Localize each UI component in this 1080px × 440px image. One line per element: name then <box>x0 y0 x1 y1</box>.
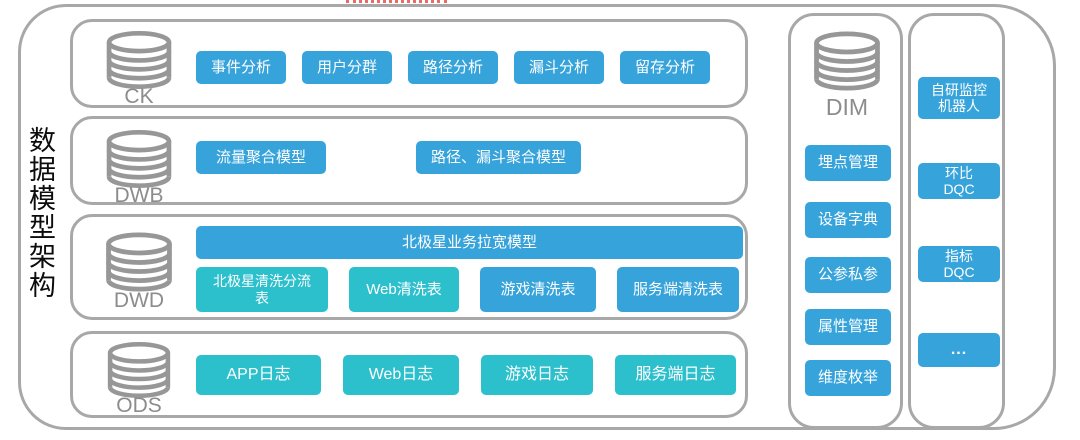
diagram-title: 数据模型架构 <box>25 126 55 300</box>
btn-mom-dqc: 环比 DQC <box>918 163 1000 199</box>
layer-label-ck: CK <box>124 85 154 108</box>
btn-server-clean-table: 服务端清洗表 <box>617 267 739 312</box>
ods-database-block: ODS <box>99 342 179 416</box>
btn-polaris-clean-split-table: 北极星清洗分流 表 <box>196 267 328 312</box>
layer-label-ods: ODS <box>116 394 162 417</box>
btn-user-segmentation: 用户分群 <box>302 51 392 84</box>
btn-more-ellipsis: ... <box>918 333 1000 367</box>
btn-event-analysis: 事件分析 <box>196 51 286 84</box>
layer-box-dwb: DWB 流量聚合模型 路径、漏斗聚合模型 <box>70 116 748 206</box>
btn-attribute-management: 属性管理 <box>805 309 891 345</box>
panel-dim: DIM 埋点管理 设备字典 公参私参 属性管理 维度枚举 <box>788 13 903 429</box>
btn-public-private-params: 公参私参 <box>805 257 891 293</box>
database-icon <box>814 31 880 91</box>
btn-game-clean-table: 游戏清洗表 <box>480 267 596 312</box>
layer-box-dwd: DWD 北极星业务拉宽模型 北极星清洗分流 表 Web清洗表 游戏清洗表 服务端… <box>70 214 748 320</box>
layer-box-ck: CK 事件分析 用户分群 路径分析 漏斗分析 留存分析 <box>70 19 748 108</box>
panel-monitor-dqc: 自研监控 机器人 环比 DQC 指标 DQC ... <box>908 13 1005 429</box>
btn-self-developed-monitor-robot: 自研监控 机器人 <box>918 77 1000 119</box>
btn-funnel-analysis: 漏斗分析 <box>514 51 604 84</box>
btn-dimension-enumeration: 维度枚举 <box>805 360 891 396</box>
btn-device-dictionary: 设备字典 <box>805 202 891 238</box>
btn-retention-analysis: 留存分析 <box>620 51 710 84</box>
btn-metric-dqc: 指标 DQC <box>918 246 1000 282</box>
btn-traffic-aggregation-model: 流量聚合模型 <box>196 141 326 174</box>
database-icon <box>106 31 172 89</box>
ods-button-row: APP日志 Web日志 游戏日志 服务端日志 <box>196 355 736 395</box>
dwd-database-block: DWD <box>99 231 179 311</box>
database-icon <box>106 232 172 292</box>
layer-label-dwd: DWD <box>113 289 165 312</box>
dim-database-block: DIM <box>807 30 887 119</box>
layer-box-ods: ODS APP日志 Web日志 游戏日志 服务端日志 <box>70 331 748 418</box>
btn-web-log: Web日志 <box>343 355 459 395</box>
layer-label-dwb: DWB <box>114 184 164 207</box>
btn-game-log: 游戏日志 <box>481 355 593 395</box>
ck-button-row: 事件分析 用户分群 路径分析 漏斗分析 留存分析 <box>196 51 710 84</box>
panel-label-dim: DIM <box>825 94 869 120</box>
btn-path-funnel-aggregation-model: 路径、漏斗聚合模型 <box>416 141 581 174</box>
btn-web-clean-table: Web清洗表 <box>349 267 459 312</box>
dwb-database-block: DWB <box>99 130 179 206</box>
btn-app-log: APP日志 <box>196 355 321 395</box>
ck-database-block: CK <box>99 31 179 107</box>
btn-path-analysis: 路径分析 <box>408 51 498 84</box>
bar-polaris-business-wide-model: 北极星业务拉宽模型 <box>196 226 743 259</box>
dwd-button-row: 北极星清洗分流 表 Web清洗表 游戏清洗表 服务端清洗表 <box>196 267 739 312</box>
database-icon <box>107 342 171 398</box>
dwb-button-row: 流量聚合模型 路径、漏斗聚合模型 <box>196 141 581 174</box>
btn-tracking-management: 埋点管理 <box>805 145 891 181</box>
btn-server-log: 服务端日志 <box>615 355 736 395</box>
database-icon <box>106 130 172 188</box>
red-dotted-line <box>346 0 447 3</box>
